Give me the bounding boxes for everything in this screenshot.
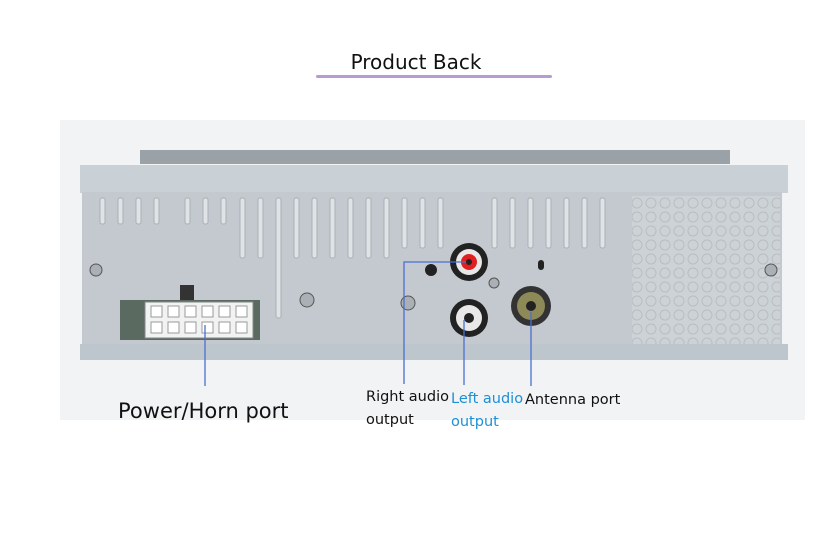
connector-pin xyxy=(235,321,248,334)
connector-pin xyxy=(184,321,197,334)
right-audio-line1: Right audio xyxy=(366,389,449,405)
connector-pin xyxy=(218,321,231,334)
connector-pin xyxy=(235,305,248,318)
textured-panel xyxy=(632,196,780,344)
connector-pin xyxy=(218,305,231,318)
connector-pin xyxy=(201,305,214,318)
page-title: Product Back xyxy=(350,50,482,74)
connector-pin xyxy=(167,321,180,334)
connector-pin xyxy=(150,305,163,318)
antenna-port xyxy=(511,286,551,326)
pointer-lines xyxy=(204,261,532,386)
cooling-fins xyxy=(99,197,606,319)
antenna-port-label: Antenna port xyxy=(525,392,621,408)
connector-pin xyxy=(201,321,214,334)
power-horn-connector xyxy=(120,285,260,340)
left-audio-line1: Left audio xyxy=(451,391,524,407)
left-audio-output-label: Left audio output xyxy=(451,388,523,434)
left-audio-line2: output xyxy=(451,414,499,430)
top-plate xyxy=(140,150,730,164)
connector-pin xyxy=(184,305,197,318)
bottom-rail xyxy=(80,344,788,360)
connector-pin xyxy=(167,305,180,318)
power-horn-port-label: Power/Horn port xyxy=(118,399,289,423)
title-underline xyxy=(316,75,552,78)
left-audio-rca-jack xyxy=(450,299,488,337)
connector-pin xyxy=(150,321,163,334)
right-audio-line2: output xyxy=(366,412,414,428)
right-audio-output-label: Right audio output xyxy=(366,386,449,432)
right-audio-rca-jack xyxy=(450,243,488,281)
